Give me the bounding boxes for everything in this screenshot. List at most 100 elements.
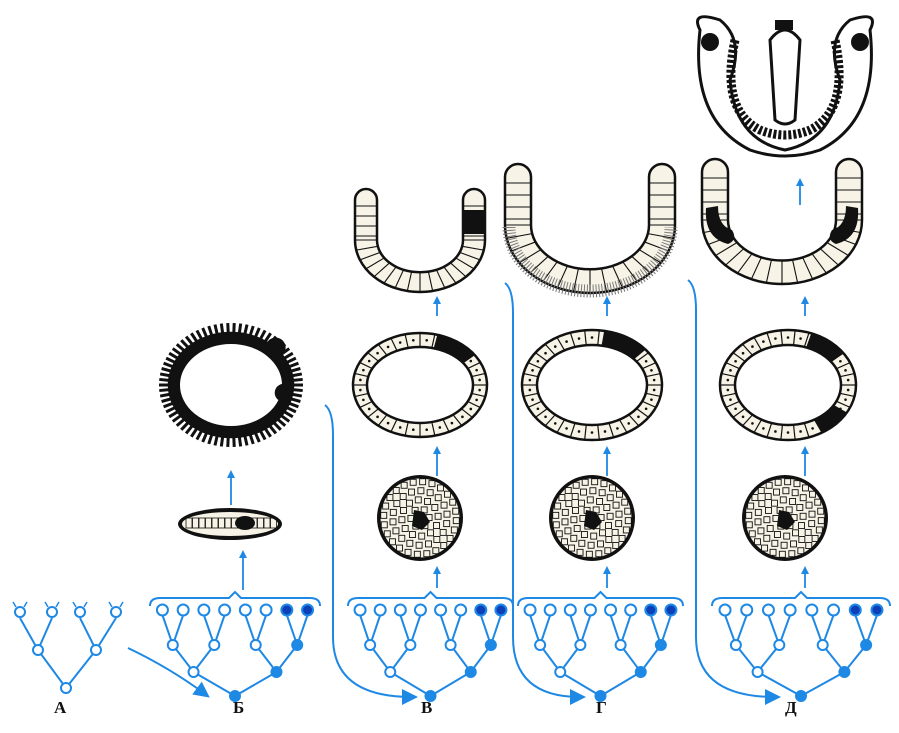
cilium [162,399,172,402]
tree-node [665,605,676,616]
cilium [164,363,173,367]
tree-node [302,605,313,616]
cilium [245,325,247,335]
ring-g [522,330,662,440]
up-arrow-head [433,566,441,574]
tree-node [61,683,71,693]
tree-node [355,605,366,616]
cilium [270,426,276,434]
nucleus [399,341,402,344]
cilium [287,358,296,362]
nucleus [653,379,656,382]
nucleus [387,422,390,425]
up-arrow-head [239,550,247,558]
nucleus [762,427,765,430]
cilium [166,358,175,362]
tree-node [365,640,375,650]
up-arrow-head [433,296,441,304]
cilium [166,408,175,412]
cilium [160,394,170,396]
advanced-larva [698,17,873,156]
nucleus [734,360,737,363]
cilium [284,353,293,358]
cilium [293,390,303,391]
tree-node [585,605,596,616]
ring-inner [537,345,647,425]
nucleus [565,427,568,430]
cilium [162,369,172,372]
tree-node [111,607,121,617]
tree-node [91,645,101,655]
nucleus [729,369,732,372]
nucleus [439,426,442,429]
cilium [197,431,202,440]
nucleus [362,399,365,402]
tree-node [796,691,806,701]
nucleus [475,399,478,402]
larva-somite [851,33,869,51]
cilium [250,434,253,444]
cilium [181,423,188,430]
nucleus [734,407,737,410]
tree-branches [360,615,501,696]
cilium [203,433,207,442]
nucleus [544,352,547,355]
tree-node [292,640,302,650]
cilium [245,436,247,446]
nucleus [461,416,464,419]
cilium [250,326,253,336]
tree-node [178,605,189,616]
nucleus [412,339,415,342]
tree-node [157,605,168,616]
tree-node [785,605,796,616]
tree-node [753,667,763,677]
nucleus [616,427,619,430]
cilium [293,379,303,380]
cilium [191,428,197,436]
nucleus [727,389,730,392]
nucleus [529,389,532,392]
cup-v [355,189,485,292]
tree-branches [530,615,671,696]
tree-node [850,605,861,616]
nucleus [376,352,379,355]
tree-node [385,667,395,677]
nucleus [544,415,547,418]
cilium [169,412,178,417]
nucleus [727,379,730,382]
dark-cells [266,338,286,358]
tree-node [605,605,616,616]
ring-v [353,333,487,437]
nucleus [839,360,842,363]
nucleus [591,336,594,339]
tree-node [209,640,219,650]
nucleus [645,360,648,363]
nucleus [368,360,371,363]
cilium [169,353,178,358]
tree-node [535,640,545,650]
tree-node [545,605,556,616]
cilium [278,419,286,426]
nucleus [470,408,473,411]
tree-node [455,605,466,616]
nucleus [729,398,732,401]
cilium [203,328,207,337]
tree-node [495,605,506,616]
nucleus [425,428,428,431]
nucleus [399,426,402,429]
nucleus [578,337,581,340]
cilium [191,333,197,341]
nucleus [475,369,478,372]
cilium [221,324,222,334]
cilium [274,423,281,430]
cilium [239,324,240,334]
nucleus [847,379,850,382]
tree-node [271,667,281,677]
label-b: Б [233,698,244,718]
nucleus [451,422,454,425]
ring-inner [735,345,841,425]
tree-node [375,605,386,616]
label-d: Д [785,698,797,718]
cilium [284,412,293,417]
